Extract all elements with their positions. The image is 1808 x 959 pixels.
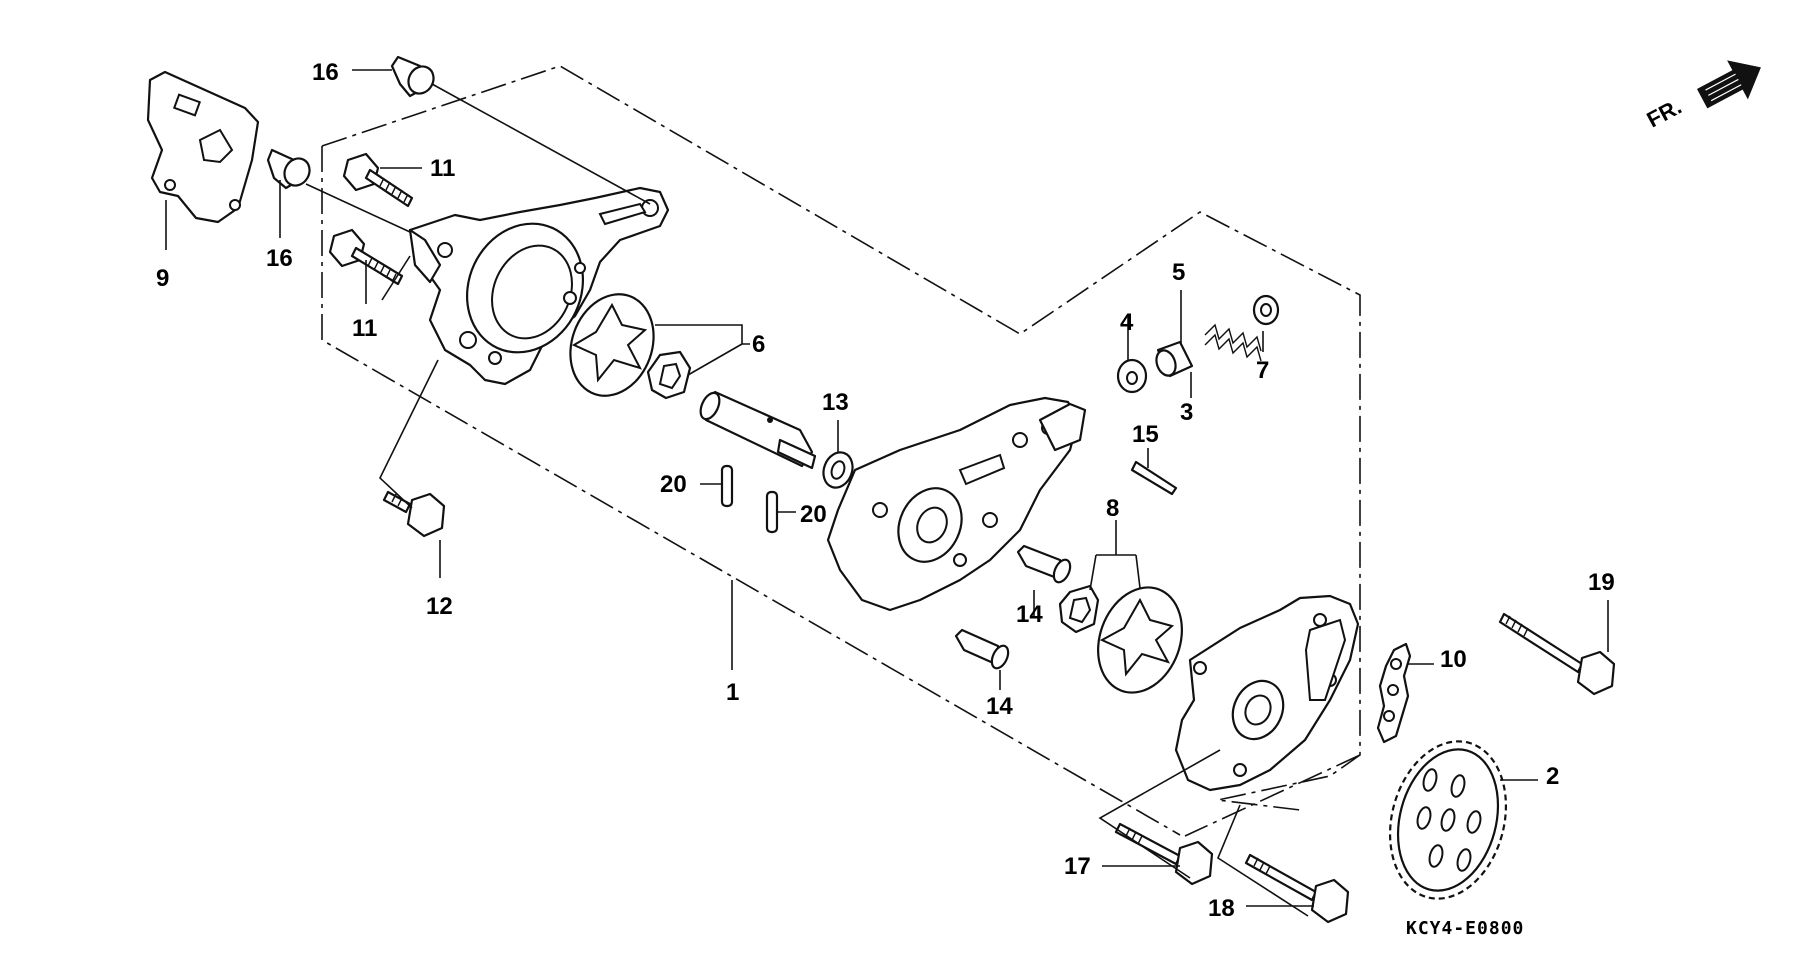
retaining-clip	[1130, 460, 1178, 496]
callout-12: 12	[426, 593, 453, 620]
relief-valve-piston	[1155, 340, 1194, 378]
callout-14-lower: 14	[986, 693, 1013, 720]
collar-sleeve-lower	[954, 628, 1010, 670]
pump-body-rear-housing	[408, 186, 670, 386]
callout-19: 19	[1588, 569, 1615, 596]
bolt-flange-lower	[328, 228, 404, 286]
rotor-set-front	[569, 293, 692, 400]
driven-gear	[1388, 740, 1508, 900]
relief-valve-seat	[1116, 358, 1148, 394]
diagram-code: KCY4-E0800	[1406, 918, 1524, 939]
bolt-12	[382, 490, 446, 538]
bracket-part	[146, 70, 260, 224]
callout-7: 7	[1256, 357, 1269, 384]
callout-3: 3	[1180, 399, 1193, 426]
front-direction-indicator: FR.	[1643, 60, 1761, 133]
callout-6: 6	[752, 331, 765, 358]
seal-washer	[822, 451, 854, 489]
collar-sleeve-upper	[1016, 544, 1072, 584]
leader-lines	[165, 69, 1609, 917]
knock-pin-right	[765, 490, 779, 534]
bolt-18	[1244, 853, 1350, 924]
front-label: FR.	[1643, 94, 1686, 133]
pump-cover	[1174, 594, 1360, 792]
callout-18: 18	[1208, 895, 1235, 922]
pump-center-housing	[826, 396, 1087, 612]
callout-4: 4	[1120, 309, 1134, 336]
callout-14-upper: 14	[1016, 601, 1043, 628]
relief-valve-cap	[1252, 294, 1280, 326]
relief-valve-spring	[1204, 323, 1262, 362]
callouts: 16 16 9 11 11 12 6 13 20 20 1 5 4 7 3 15…	[156, 59, 1615, 922]
callout-17: 17	[1064, 853, 1091, 880]
pump-shaft	[699, 390, 817, 470]
callout-8: 8	[1106, 495, 1119, 522]
knock-pin-left	[720, 464, 734, 508]
assembly-boundary	[321, 65, 1361, 837]
callout-16-top: 16	[312, 59, 339, 86]
gasket	[1376, 642, 1412, 744]
callout-20-right: 20	[800, 501, 827, 528]
dowel-pin-top	[390, 55, 435, 98]
front-arrow-icon	[1696, 60, 1761, 109]
callout-11-upper: 11	[430, 155, 455, 182]
bolt-flange-upper	[342, 152, 414, 208]
rotor-set-rear	[1058, 584, 1183, 694]
callout-15: 15	[1132, 421, 1159, 448]
callout-1: 1	[726, 679, 739, 706]
callout-20-left: 20	[660, 471, 687, 498]
callout-16-left: 16	[266, 245, 293, 272]
callout-2: 2	[1546, 763, 1559, 790]
callout-10: 10	[1440, 646, 1467, 673]
bolt-17	[1114, 822, 1214, 886]
callout-13: 13	[822, 389, 849, 416]
bolt-19	[1498, 612, 1616, 696]
callout-5: 5	[1172, 259, 1185, 286]
callout-11-lower: 11	[352, 315, 377, 342]
callout-9: 9	[156, 265, 169, 292]
dowel-pin-left	[266, 148, 311, 190]
